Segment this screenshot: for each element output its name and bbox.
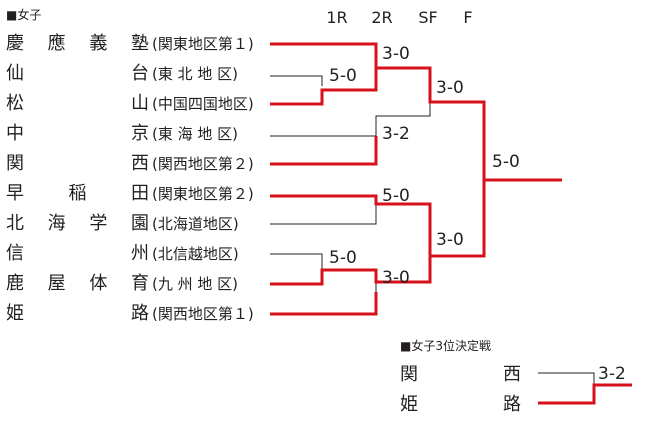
team-region: (九 州 地 区) <box>152 275 239 293</box>
score-r2-a: 3-0 <box>382 44 410 64</box>
line-himeji <box>270 292 378 316</box>
line-matsuyama <box>270 68 378 106</box>
round-header-sf: SF <box>418 8 438 27</box>
team-name-char: 姫 <box>6 303 24 324</box>
team-name: 北海学園 <box>6 212 149 236</box>
team-region: (関東地区第１) <box>152 35 254 53</box>
team-name: 早稲田 <box>6 182 149 206</box>
team-name-char: 中 <box>6 123 24 144</box>
team-name-char: 仙 <box>6 63 24 84</box>
third-himeji-char-1: 姫 <box>400 394 418 415</box>
team-region: (関東地区第２) <box>152 185 254 203</box>
score-third-place: 3-2 <box>598 364 626 384</box>
team-name-char: 園 <box>130 213 149 234</box>
team-name-char: 松 <box>6 93 24 114</box>
team-name-char: 塾 <box>130 33 149 54</box>
line-r2b-up <box>375 102 431 136</box>
team-name-char: 信 <box>6 243 24 264</box>
team-name-char: 北 <box>6 213 24 234</box>
team-name-char: 体 <box>89 273 108 294</box>
team-region: (関西地区第２) <box>152 155 254 173</box>
team-name-char: 学 <box>89 213 108 234</box>
team-name-char: 山 <box>131 93 149 114</box>
third-kansai-char-2: 西 <box>503 364 521 385</box>
team-region: (東 北 地 区) <box>152 65 239 83</box>
team-name: 慶應義塾 <box>6 32 149 56</box>
round-header-2r: 2R <box>371 8 393 27</box>
team-name-char: 西 <box>131 153 149 174</box>
line-waseda <box>270 180 486 258</box>
team-region: (関西地区第１) <box>152 305 254 323</box>
team-name-char: 慶 <box>6 33 24 54</box>
score-r2-c: 5-0 <box>382 186 410 206</box>
team-name-char: 稲 <box>68 183 87 204</box>
score-final: 5-0 <box>492 152 520 172</box>
third-kansai-char-1: 関 <box>400 364 418 385</box>
team-name-char: 台 <box>131 63 149 84</box>
line-kansai <box>270 136 378 166</box>
line-shinshu <box>270 253 323 270</box>
line-keio <box>270 42 562 182</box>
team-name: 仙台 <box>6 62 149 86</box>
team-name-char: 関 <box>6 153 24 174</box>
line-sendai <box>270 75 323 86</box>
score-r1-top: 5-0 <box>329 66 357 86</box>
line-3rd-kansai <box>538 372 595 385</box>
third-place-lines <box>538 372 632 405</box>
team-name-char: 京 <box>131 123 149 144</box>
line-hokkai <box>270 204 377 225</box>
third-himeji-char-2: 路 <box>503 394 521 415</box>
score-sf-bottom: 3-0 <box>436 230 464 250</box>
line-sf-top-stub <box>430 101 485 180</box>
team-region: (中国四国地区) <box>152 95 254 113</box>
score-r2-b: 3-2 <box>382 124 410 144</box>
round-header-f: F <box>463 8 473 27</box>
team-name-char: 州 <box>131 243 149 264</box>
round-header-1r: 1R <box>326 8 348 27</box>
team-name-char: 屋 <box>47 273 66 294</box>
third-place-title: ■女子3位決定戦 <box>400 339 491 353</box>
winner-lines <box>270 42 562 316</box>
team-name: 信州 <box>6 242 149 266</box>
team-name: 姫路 <box>6 302 149 326</box>
team-name: 中京 <box>6 122 149 146</box>
team-name-char: 早 <box>6 183 24 204</box>
team-name-char: 應 <box>47 33 66 54</box>
team-name-char: 路 <box>131 303 149 324</box>
team-region: (東 海 地 区) <box>152 125 239 143</box>
team-region: (北信越地区) <box>152 245 239 263</box>
team-name-char: 鹿 <box>6 273 24 294</box>
line-kanoya <box>270 256 432 286</box>
team-name-char: 海 <box>47 213 66 234</box>
team-name: 鹿屋体育 <box>6 272 149 296</box>
score-sf-top: 3-0 <box>436 78 464 98</box>
team-name: 関西 <box>6 152 149 176</box>
team-name: 松山 <box>6 92 149 116</box>
team-name-char: 育 <box>130 273 149 294</box>
team-name-char: 義 <box>89 33 108 54</box>
score-r1-bottom: 5-0 <box>329 248 357 268</box>
team-region: (北海道地区) <box>152 215 239 233</box>
line-3rd-himeji <box>538 383 632 405</box>
bracket-title: ■女子 <box>6 8 42 22</box>
score-r2-d: 3-0 <box>382 268 410 288</box>
team-name-char: 田 <box>131 183 149 204</box>
